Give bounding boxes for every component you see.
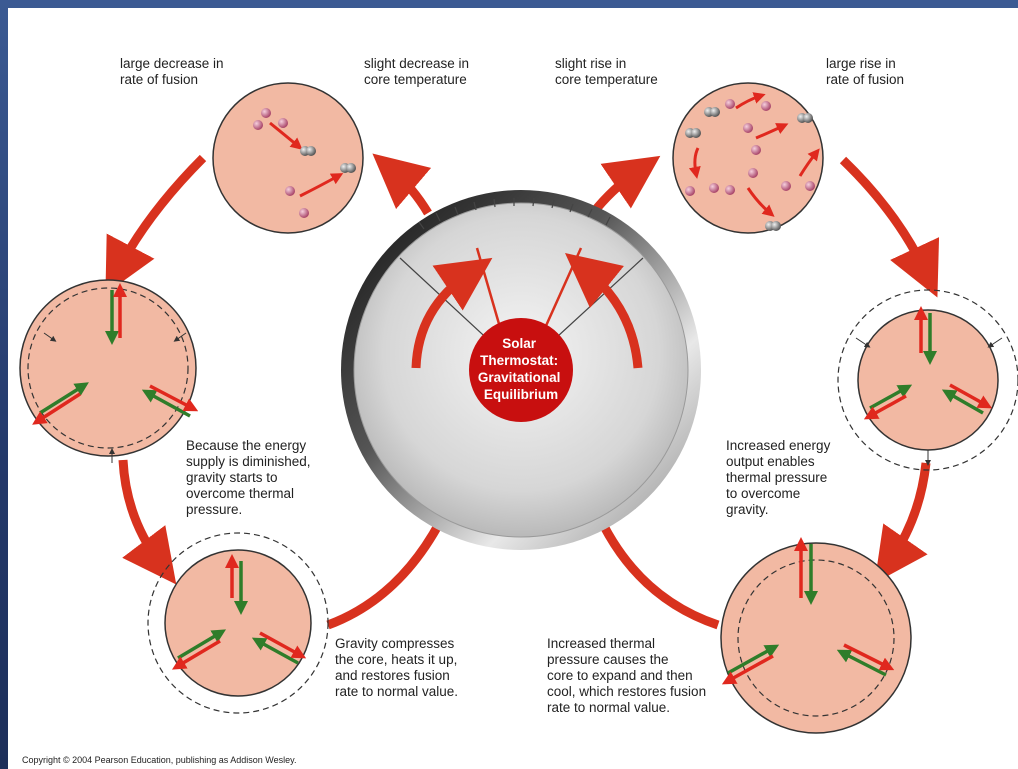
solar-thermostat-diagram: Solar Thermostat: Gravitational Equilibr… <box>8 8 1018 769</box>
label-thermal-pressure-expands: Increased thermal pressure causes the co… <box>547 636 706 716</box>
thermostat-gauge: Solar Thermostat: Gravitational Equilibr… <box>341 190 701 550</box>
arrow-topright-to-right <box>843 160 926 273</box>
arrow-gauge-to-topright <box>593 171 638 213</box>
arrow-gauge-to-topleft <box>393 171 428 213</box>
label-slight-decrease-core: slight decrease in core temperature <box>364 56 469 88</box>
copyright-notice: Copyright © 2004 Pearson Education, publ… <box>22 755 296 765</box>
core-bottom-left <box>148 533 328 713</box>
label-energy-increased: Increased energy output enables thermal … <box>726 438 830 518</box>
slide: Solar Thermostat: Gravitational Equilibr… <box>8 8 1018 769</box>
label-large-decrease-fusion: large decrease in rate of fusion <box>120 56 224 88</box>
label-energy-diminished: Because the energy supply is diminished,… <box>186 438 311 518</box>
arrow-left-to-bottomleft <box>123 460 160 563</box>
label-gravity-compresses: Gravity compresses the core, heats it up… <box>335 636 458 700</box>
core-top-right <box>673 83 823 233</box>
label-slight-rise-core: slight rise in core temperature <box>555 56 658 88</box>
arrow-right-to-bottomright <box>890 463 926 561</box>
core-top-left <box>213 83 363 233</box>
core-left <box>20 280 196 463</box>
arrow-topleft-to-left <box>118 158 203 270</box>
core-bottom-right <box>721 543 911 733</box>
label-large-rise-fusion: large rise in rate of fusion <box>826 56 904 88</box>
core-right <box>838 290 1018 470</box>
